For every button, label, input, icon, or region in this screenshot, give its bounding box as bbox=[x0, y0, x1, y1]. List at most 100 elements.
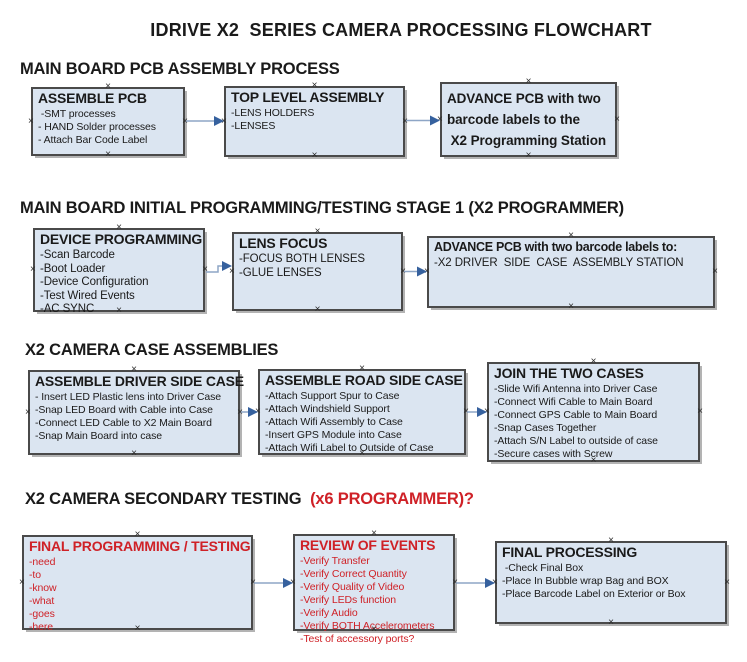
section-heading-text: X2 CAMERA CASE ASSEMBLIES bbox=[25, 341, 279, 359]
box-items: -X2 DRIVER SIDE CASE ASSEMBLY STATION bbox=[434, 257, 711, 271]
box-top-level-assembly: TOP LEVEL ASSEMBLY -LENS HOLDERS-LENSES … bbox=[221, 80, 408, 161]
connection-point-icon: × bbox=[359, 363, 365, 374]
box-item: -AC SYNC bbox=[40, 303, 95, 315]
connection-point-icon: × bbox=[402, 115, 408, 127]
connection-point-icon: × bbox=[712, 266, 718, 277]
box-item: - Insert LED Plastic lens into Driver Ca… bbox=[35, 391, 222, 403]
box-final-processing: FINAL PROCESSING -Check Final Box-Place … bbox=[492, 535, 730, 628]
box-item: -Attach Windshield Support bbox=[265, 403, 390, 415]
connection-point-icon: × bbox=[182, 115, 188, 127]
connection-point-icon: × bbox=[568, 301, 574, 312]
connection-point-icon: × bbox=[314, 226, 321, 237]
connection-point-icon: × bbox=[371, 528, 377, 539]
box-items: -SMT processes- HAND Solder processes- A… bbox=[38, 108, 181, 147]
box-item: -what bbox=[29, 595, 55, 607]
box-item: -Verify BOTH Accelerometers bbox=[300, 620, 435, 632]
box-item: -Secure cases with Screw bbox=[494, 448, 613, 460]
connection-point-icon: × bbox=[484, 406, 490, 417]
box-item: -Attach Wifi Assembly to Case bbox=[265, 416, 403, 428]
box-title: ADVANCE PCB with two barcode labels to t… bbox=[447, 91, 606, 148]
box-title: FINAL PROCESSING bbox=[502, 544, 638, 560]
box-items: -Check Final Box-Place In Bubble wrap Ba… bbox=[502, 562, 723, 601]
box-items: -LENS HOLDERS-LENSES bbox=[231, 107, 401, 133]
box-items: -FOCUS BOTH LENSES-GLUE LENSES bbox=[239, 253, 399, 280]
box-title: FINAL PROGRAMMING / TESTING bbox=[29, 538, 251, 554]
box-item: -SMT processes bbox=[38, 108, 116, 120]
connection-point-icon: × bbox=[28, 115, 34, 127]
connection-point-icon: × bbox=[250, 576, 256, 588]
box-title: ASSEMBLE PCB bbox=[38, 90, 147, 106]
box-item: -Attach Support Spur to Case bbox=[265, 390, 400, 402]
box-item: -Test of accessory ports? bbox=[300, 633, 415, 645]
section-heading-text: MAIN BOARD PCB ASSEMBLY PROCESS bbox=[20, 60, 340, 78]
box-item: -Place In Bubble wrap Bag and BOX bbox=[502, 575, 669, 587]
box-title: ADVANCE PCB with two barcode labels to: bbox=[434, 240, 677, 254]
box-items: -Attach Support Spur to Case-Attach Wind… bbox=[265, 390, 462, 455]
box-item: -X2 DRIVER SIDE CASE ASSEMBLY STATION bbox=[434, 257, 684, 269]
box-items: -need-to-know-what-goes-here bbox=[29, 556, 249, 634]
box-final-programming-testing: FINAL PROGRAMMING / TESTING -need-to-kno… bbox=[19, 530, 256, 634]
box-items: -Scan Barcode-Boot Loader-Device Configu… bbox=[40, 249, 201, 317]
connection-point-icon: × bbox=[229, 265, 235, 277]
connection-point-icon: × bbox=[131, 448, 137, 459]
box-title: JOIN THE TWO CASES bbox=[494, 365, 644, 381]
connection-point-icon: × bbox=[290, 576, 296, 588]
box-item: -Check Final Box bbox=[502, 562, 584, 574]
box-item: -Verify Audio bbox=[300, 607, 358, 619]
box-items: - Insert LED Plastic lens into Driver Ca… bbox=[35, 391, 236, 443]
connection-point-icon: × bbox=[116, 222, 122, 233]
box-assemble-pcb: ASSEMBLE PCB -SMT processes- HAND Solder… bbox=[28, 82, 188, 160]
connection-point-icon: × bbox=[134, 623, 141, 634]
box-join-the-two-cases: JOIN THE TWO CASES -Slide Wifi Antenna i… bbox=[484, 356, 703, 466]
connection-point-icon: × bbox=[30, 264, 36, 275]
connection-point-icon: × bbox=[371, 624, 377, 635]
box-item: -Boot Loader bbox=[40, 262, 106, 275]
section-heading-pcb-assembly: MAIN BOARD PCB ASSEMBLY PROCESS bbox=[20, 60, 340, 79]
box-items: -Verify Transfer-Verify Correct Quantity… bbox=[300, 555, 451, 646]
connection-point-icon: × bbox=[590, 455, 597, 466]
connection-point-icon: × bbox=[424, 266, 430, 277]
box-item: -Connect LED Cable to X2 Main Board bbox=[35, 417, 212, 429]
connection-point-icon: × bbox=[116, 305, 122, 316]
box-item: -Snap LED Board with Cable into Case bbox=[35, 404, 213, 416]
box-review-of-events: REVIEW OF EVENTS -Verify Transfer-Verify… bbox=[290, 528, 458, 646]
connection-point-icon: × bbox=[608, 535, 614, 546]
connection-point-icon: × bbox=[697, 406, 703, 417]
connection-point-icon: × bbox=[311, 80, 318, 91]
box-item: -Connect Wifi Cable to Main Board bbox=[494, 396, 653, 408]
connection-point-icon: × bbox=[590, 356, 597, 367]
box-item: -LENS HOLDERS bbox=[231, 107, 315, 119]
box-advance-pcb-programming-station: ADVANCE PCB with two barcode labels to t… bbox=[437, 77, 620, 161]
box-item: -know bbox=[29, 582, 57, 594]
connection-point-icon: × bbox=[724, 576, 730, 588]
box-title: TOP LEVEL ASSEMBLY bbox=[231, 89, 385, 105]
box-item: -Scan Barcode bbox=[40, 249, 115, 261]
section-heading-initial-programming: MAIN BOARD INITIAL PROGRAMMING/TESTING S… bbox=[20, 199, 624, 218]
box-title: REVIEW OF EVENTS bbox=[300, 537, 436, 553]
connection-point-icon: × bbox=[221, 115, 227, 127]
box-item: -here bbox=[29, 621, 54, 633]
connector-arrow bbox=[456, 578, 495, 588]
connection-point-icon: × bbox=[463, 406, 469, 417]
connection-point-icon: × bbox=[400, 265, 406, 277]
page-title: IDRIVE X2 SERIES CAMERA PROCESSING FLOWC… bbox=[150, 20, 652, 40]
connection-point-icon: × bbox=[608, 617, 614, 628]
box-item: -goes bbox=[29, 608, 55, 620]
box-item: -Verify Transfer bbox=[300, 555, 370, 567]
box-assemble-road-side-case: ASSEMBLE ROAD SIDE CASE -Attach Support … bbox=[255, 363, 469, 459]
box-item: -Attach S/N Label to outside of case bbox=[494, 435, 658, 447]
connection-point-icon: × bbox=[131, 364, 137, 375]
box-item: -Slide Wifi Antenna into Driver Case bbox=[494, 383, 658, 395]
section-heading-case-assemblies: X2 CAMERA CASE ASSEMBLIES bbox=[25, 341, 278, 360]
connection-point-icon: × bbox=[25, 406, 31, 418]
box-device-programming: DEVICE PROGRAMMING -Scan Barcode-Boot Lo… bbox=[30, 222, 208, 316]
box-item: -Insert GPS Module into Case bbox=[265, 429, 402, 441]
box-item: -GLUE LENSES bbox=[239, 266, 322, 279]
box-assemble-driver-side-case: ASSEMBLE DRIVER SIDE CASE - Insert LED P… bbox=[25, 364, 244, 459]
box-item: -Snap Main Board into case bbox=[35, 430, 162, 442]
box-items: -Slide Wifi Antenna into Driver Case-Con… bbox=[494, 383, 696, 461]
connection-point-icon: × bbox=[314, 304, 321, 315]
connection-point-icon: × bbox=[359, 448, 365, 459]
connection-point-icon: × bbox=[105, 149, 111, 160]
